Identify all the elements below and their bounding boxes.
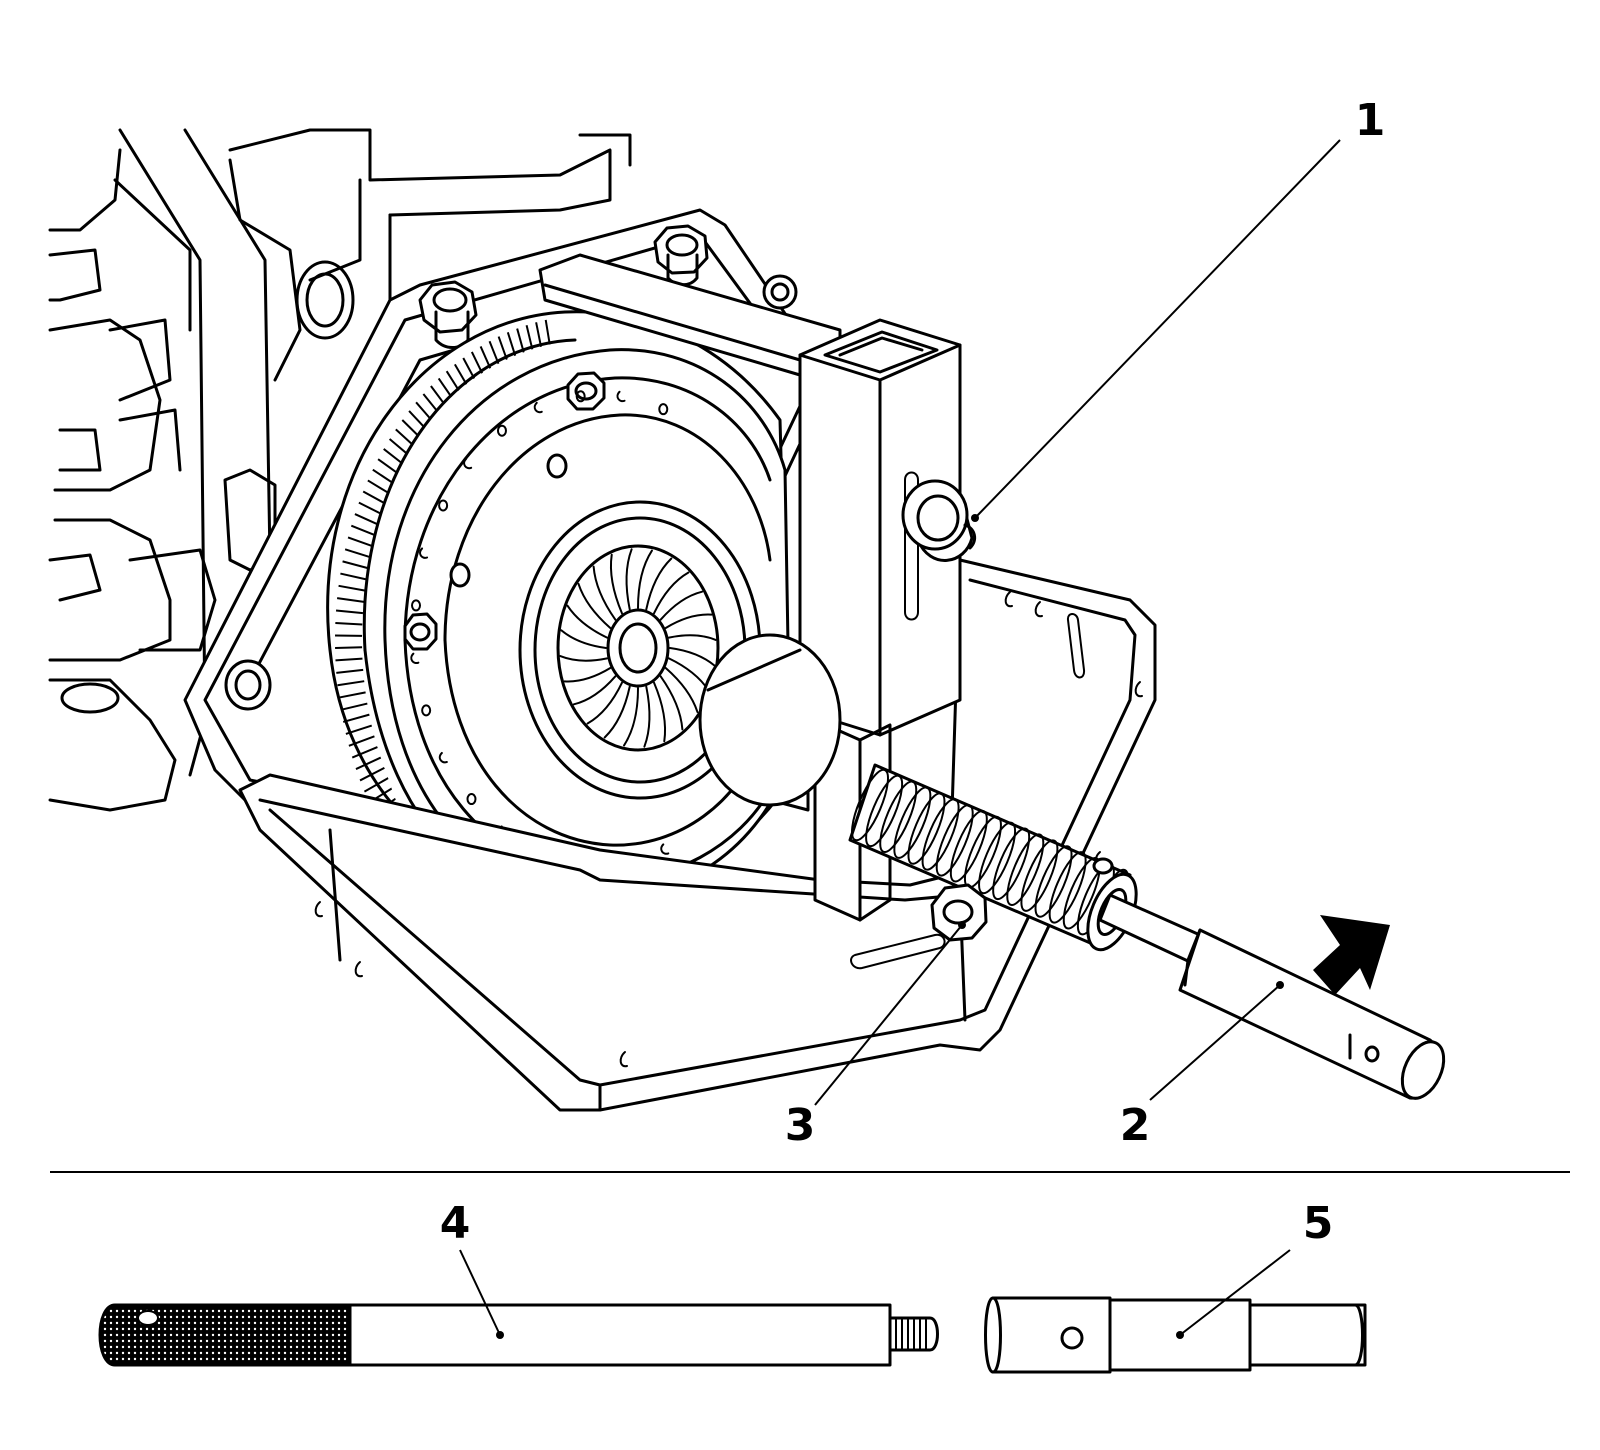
adjusting-collar [901,479,979,562]
leader-line-5 [1179,1249,1291,1336]
callout-1: 1 [1355,95,1386,146]
leader-line-4 [459,1249,501,1336]
cover-bolt [566,371,606,411]
support-cup [698,633,842,812]
callout-5: 5 [1303,1198,1334,1249]
tool-adapter-5 [984,1296,1367,1374]
arrow-icon [1313,915,1390,995]
leader-line-3 [814,924,963,1106]
leader-line-1 [974,139,1341,519]
engine-block [48,128,632,812]
callout-4: 4 [440,1198,471,1249]
lock-nut [930,883,988,942]
support-frame [238,558,1157,1112]
vertical-post [798,318,962,922]
tool-shaft-4 [98,1303,939,1367]
callout-3: 3 [785,1100,816,1151]
plate-bolt [653,224,709,287]
cover-bolt [403,612,438,651]
callout-2: 2 [1120,1100,1151,1151]
leader-line-2 [1149,984,1281,1101]
forcing-rod [1098,893,1446,1100]
